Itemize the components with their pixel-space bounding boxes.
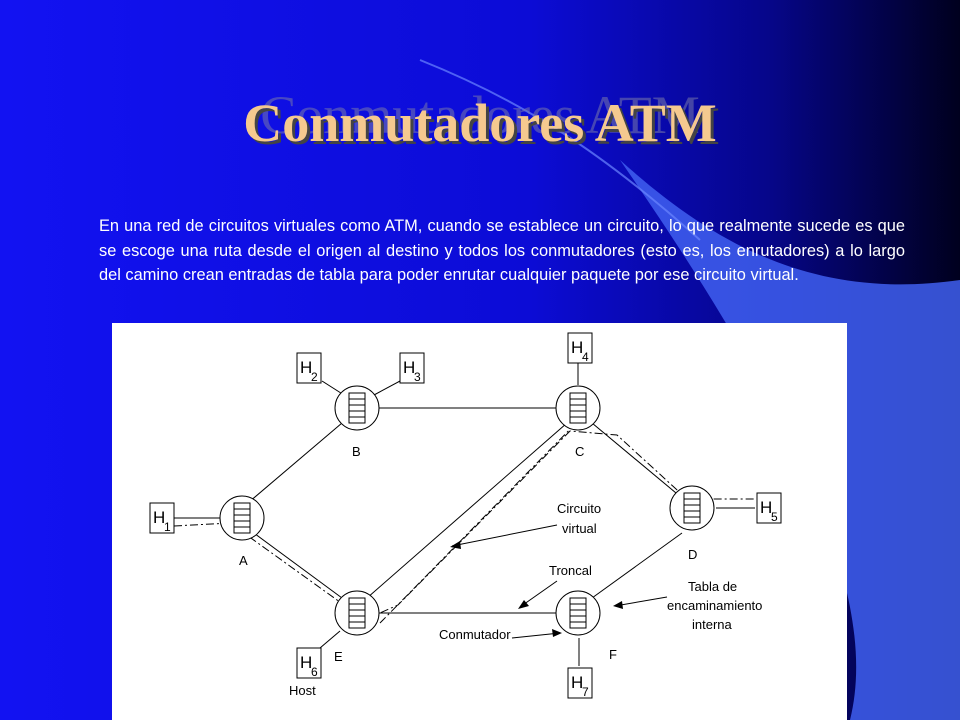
host-subscript: 3 bbox=[414, 370, 421, 384]
host-box-h3: H3 bbox=[399, 352, 425, 384]
host-subscript: 5 bbox=[771, 510, 778, 524]
switch-node-a bbox=[219, 495, 265, 541]
slide-title: Conmutadores ATM bbox=[243, 93, 717, 153]
host-letter: H bbox=[403, 358, 415, 377]
arrowhead-troncal bbox=[518, 600, 529, 609]
host-letter: H bbox=[153, 508, 165, 527]
host-subscript: 7 bbox=[582, 685, 589, 699]
host-subscript: 6 bbox=[311, 665, 318, 679]
host-box-h1: H1 bbox=[149, 502, 175, 534]
link-a-b bbox=[241, 422, 343, 509]
host-box-h5: H5 bbox=[756, 492, 782, 524]
label-troncal: Troncal bbox=[549, 563, 592, 578]
slide-body-text: En una red de circuitos virtuales como A… bbox=[99, 217, 905, 284]
host-letter: H bbox=[760, 498, 772, 517]
arrow-tabla bbox=[614, 596, 668, 607]
host-letter: H bbox=[300, 358, 312, 377]
node-label-d: D bbox=[688, 547, 697, 562]
link-a-e bbox=[246, 527, 343, 599]
label-circuito: Circuito bbox=[557, 501, 601, 516]
label-virtual: virtual bbox=[562, 521, 597, 536]
switch-node-d bbox=[669, 485, 715, 531]
node-label-f: F bbox=[609, 647, 617, 662]
node-label-a: A bbox=[239, 553, 248, 568]
link-c-e bbox=[366, 422, 568, 599]
host-subscript: 4 bbox=[582, 350, 589, 364]
link-h6-e bbox=[319, 630, 341, 649]
arrowhead-conmutador bbox=[552, 629, 562, 637]
switch-node-b bbox=[334, 385, 380, 431]
link-c-d bbox=[591, 422, 683, 499]
host-subscript: 2 bbox=[311, 370, 318, 384]
arrow-circuito bbox=[451, 524, 558, 547]
arrowhead-circuito bbox=[450, 541, 461, 549]
virtual-circuit-path-2 bbox=[379, 414, 585, 624]
host-box-h6: H6 bbox=[296, 647, 322, 679]
decorative-line bbox=[419, 59, 701, 241]
node-label-b: B bbox=[352, 444, 361, 459]
node-label-c: C bbox=[575, 444, 584, 459]
arrowhead-tabla bbox=[613, 601, 623, 609]
title-shadow: Conmutadores ATM bbox=[260, 85, 700, 145]
switch-node-f bbox=[555, 590, 601, 636]
host-letter: H bbox=[300, 653, 312, 672]
host-box-h2: H2 bbox=[296, 352, 322, 384]
host-letter: H bbox=[571, 338, 583, 357]
host-box-h7: H7 bbox=[567, 667, 593, 699]
virtual-circuit-path bbox=[173, 430, 755, 621]
label-interna: interna bbox=[692, 617, 733, 632]
host-subscript: 1 bbox=[164, 520, 171, 534]
switch-node-c bbox=[555, 385, 601, 431]
host-box-h4: H4 bbox=[567, 332, 593, 364]
link-h3-b bbox=[373, 380, 401, 396]
node-label-e: E bbox=[334, 649, 343, 664]
label-host: Host bbox=[289, 683, 316, 698]
label-tabla: Tabla de bbox=[688, 579, 737, 594]
label-encaminamiento: encaminamiento bbox=[667, 598, 762, 613]
switch-node-e bbox=[334, 590, 380, 636]
link-d-f bbox=[591, 532, 683, 599]
arrow-conmutador bbox=[511, 632, 561, 639]
label-conmutador: Conmutador bbox=[439, 627, 511, 642]
host-letter: H bbox=[571, 673, 583, 692]
link-h2-b bbox=[321, 380, 345, 396]
